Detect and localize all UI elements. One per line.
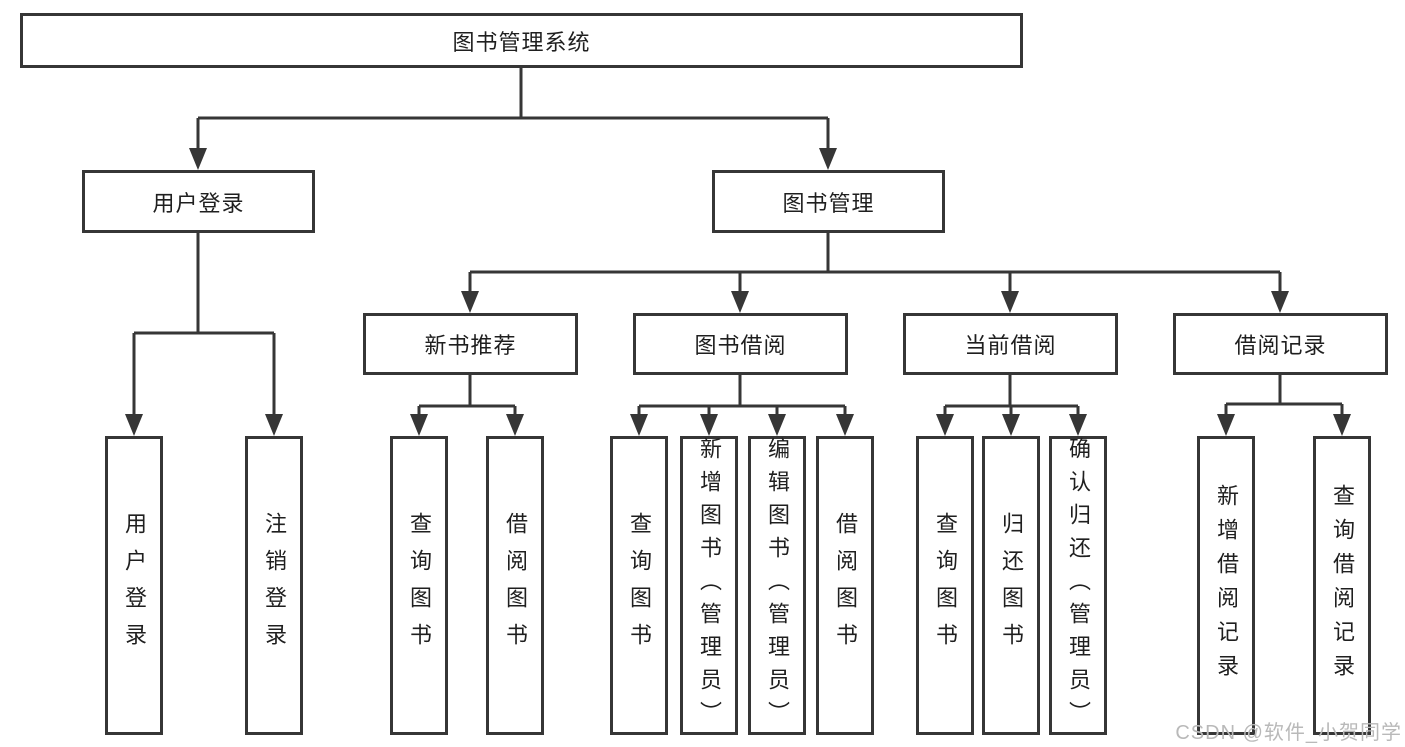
node-book-mgmt-label: 图书管理 [782, 190, 875, 216]
leaf-query-books-borrow-label: 查询图书 [627, 511, 652, 660]
arrowhead-icons [125, 148, 1351, 436]
leaf-edit-books-admin-label: 编辑图书（管理员） [765, 437, 790, 734]
node-borrow-records: 借阅记录 [1173, 313, 1388, 375]
leaf-logout: 注销登录 [245, 436, 303, 735]
node-user-login: 用户登录 [82, 170, 315, 233]
leaf-user-login-label: 用户登录 [122, 511, 147, 660]
node-borrow-records-label: 借阅记录 [1234, 333, 1327, 358]
leaf-query-books-recommend-label: 查询图书 [407, 511, 432, 660]
leaf-return-books: 归还图书 [982, 436, 1040, 735]
leaf-borrow-books: 借阅图书 [816, 436, 874, 735]
node-book-borrow: 图书借阅 [633, 313, 848, 375]
node-book-mgmt: 图书管理 [712, 170, 945, 233]
leaf-query-books-recommend: 查询图书 [390, 436, 448, 735]
node-book-borrow-label: 图书借阅 [694, 333, 787, 358]
node-user-login-label: 用户登录 [152, 190, 245, 216]
node-new-book-recommend-label: 新书推荐 [424, 333, 517, 358]
leaf-confirm-return-admin-label: 确认归还（管理员） [1066, 437, 1091, 734]
connector-elbows [132, 68, 1344, 418]
leaf-logout-label: 注销登录 [262, 511, 287, 660]
leaf-edit-books-admin: 编辑图书（管理员） [748, 436, 806, 735]
leaf-add-borrow-record-label: 新增借阅记录 [1214, 483, 1239, 688]
node-new-book-recommend: 新书推荐 [363, 313, 578, 375]
leaf-borrow-books-recommend: 借阅图书 [486, 436, 544, 735]
leaf-add-books-admin: 新增图书（管理员） [680, 436, 738, 735]
node-root-system: 图书管理系统 [20, 13, 1023, 68]
leaf-add-books-admin-label: 新增图书（管理员） [697, 437, 722, 734]
leaf-query-books-current: 查询图书 [916, 436, 974, 735]
leaf-user-login: 用户登录 [105, 436, 163, 735]
leaf-return-books-label: 归还图书 [999, 511, 1024, 660]
leaf-borrow-books-label: 借阅图书 [833, 511, 858, 660]
leaf-query-borrow-record: 查询借阅记录 [1313, 436, 1371, 735]
leaf-borrow-books-recommend-label: 借阅图书 [503, 511, 528, 660]
node-current-borrow: 当前借阅 [903, 313, 1118, 375]
leaf-query-borrow-record-label: 查询借阅记录 [1330, 483, 1355, 688]
leaf-query-books-current-label: 查询图书 [933, 511, 958, 660]
node-current-borrow-label: 当前借阅 [964, 333, 1057, 358]
leaf-add-borrow-record: 新增借阅记录 [1197, 436, 1255, 735]
leaf-confirm-return-admin: 确认归还（管理员） [1049, 436, 1107, 735]
node-root-system-label: 图书管理系统 [452, 29, 591, 55]
leaf-query-books-borrow: 查询图书 [610, 436, 668, 735]
